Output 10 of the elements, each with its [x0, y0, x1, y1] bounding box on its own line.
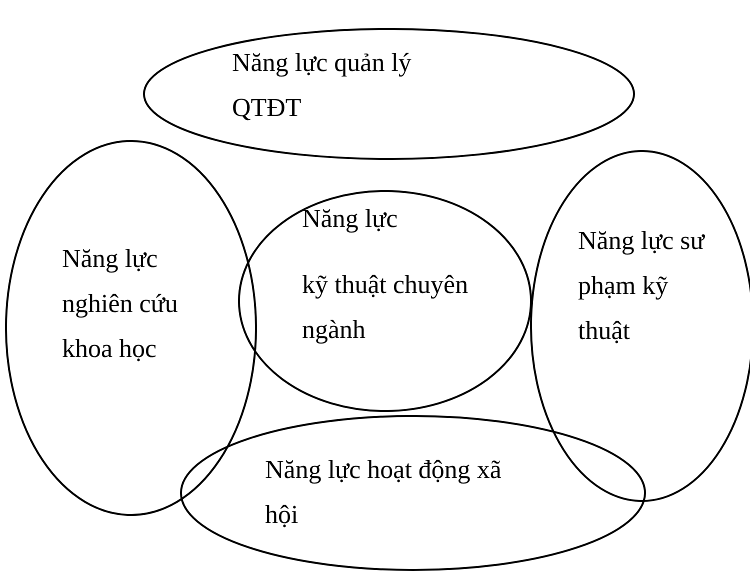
ellipse [238, 190, 532, 412]
node-text: Năng lực [302, 203, 399, 235]
node-text: Năng lực hoạt động xã hội [265, 454, 502, 531]
ellipse [143, 28, 635, 160]
node-text: Năng lực nghiên cứu khoa học [62, 243, 179, 365]
ellipse [5, 140, 257, 516]
node-text: kỹ thuật chuyên ngành [302, 269, 470, 346]
node-text: Năng lực quản lý QTĐT [232, 47, 412, 124]
ellipse [180, 415, 646, 571]
node-text: Năng lực sư phạm kỹ thuật [578, 225, 706, 347]
